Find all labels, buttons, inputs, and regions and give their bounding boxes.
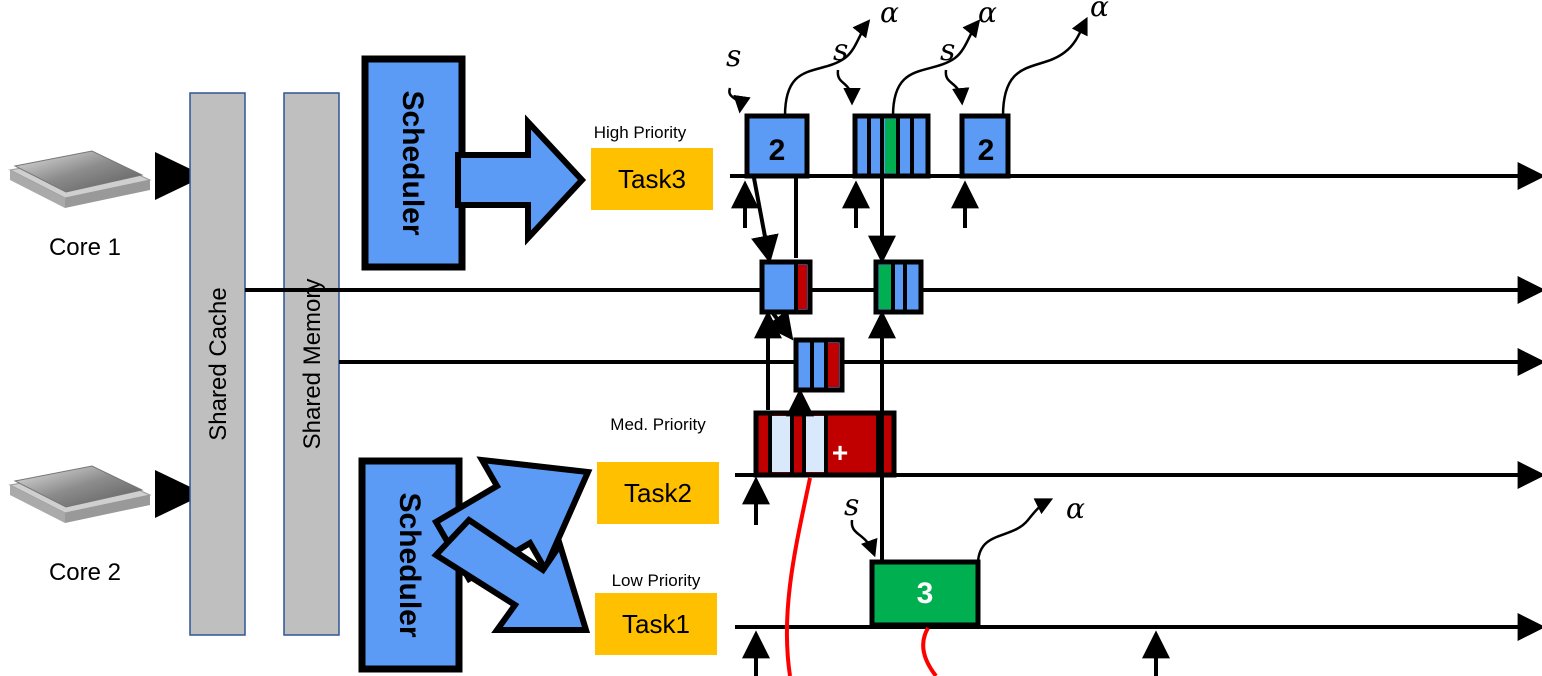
alpha-label-4: α: [1066, 492, 1085, 525]
task1-name: Task1: [622, 609, 690, 639]
task2-job-plus: +: [832, 437, 848, 468]
cache-access-2: [876, 262, 921, 312]
task2-red-path: [787, 478, 810, 676]
start-label-1: s: [726, 39, 741, 74]
task1-red-path: [923, 628, 936, 676]
core-2-chip-icon: [10, 466, 150, 523]
task3-name: Task3: [618, 164, 686, 194]
task3-job-2: [855, 116, 928, 176]
alpha-label-2: α: [978, 0, 997, 29]
start-label-4: s: [844, 488, 859, 523]
core-1-label: Core 1: [49, 234, 121, 261]
alpha-label-3: α: [1090, 0, 1109, 23]
cache-access-1: [762, 262, 810, 312]
task2-name: Task2: [624, 478, 692, 508]
task3-job-3-label: 2: [978, 134, 995, 167]
alpha-label-1: α: [880, 0, 899, 29]
scheduler-1-label: Scheduler: [396, 90, 429, 235]
task2-priority-label: Med. Priority: [610, 415, 706, 434]
memory-access: [796, 340, 842, 390]
core-2-label: Core 2: [49, 559, 121, 586]
shared-memory-label: Shared Memory: [299, 279, 326, 450]
task1-job-label: 3: [917, 577, 934, 610]
scheduler-1-dispatch-arrow: [458, 122, 582, 238]
shared-cache-label: Shared Cache: [205, 287, 232, 440]
task3-priority-label: High Priority: [594, 123, 687, 142]
task3-job-1-label: 2: [769, 134, 786, 167]
core-1-chip-icon: [10, 151, 150, 208]
task2-job: [756, 413, 894, 475]
task1-priority-label: Low Priority: [612, 571, 701, 590]
scheduler-2-label: Scheduler: [393, 492, 426, 637]
